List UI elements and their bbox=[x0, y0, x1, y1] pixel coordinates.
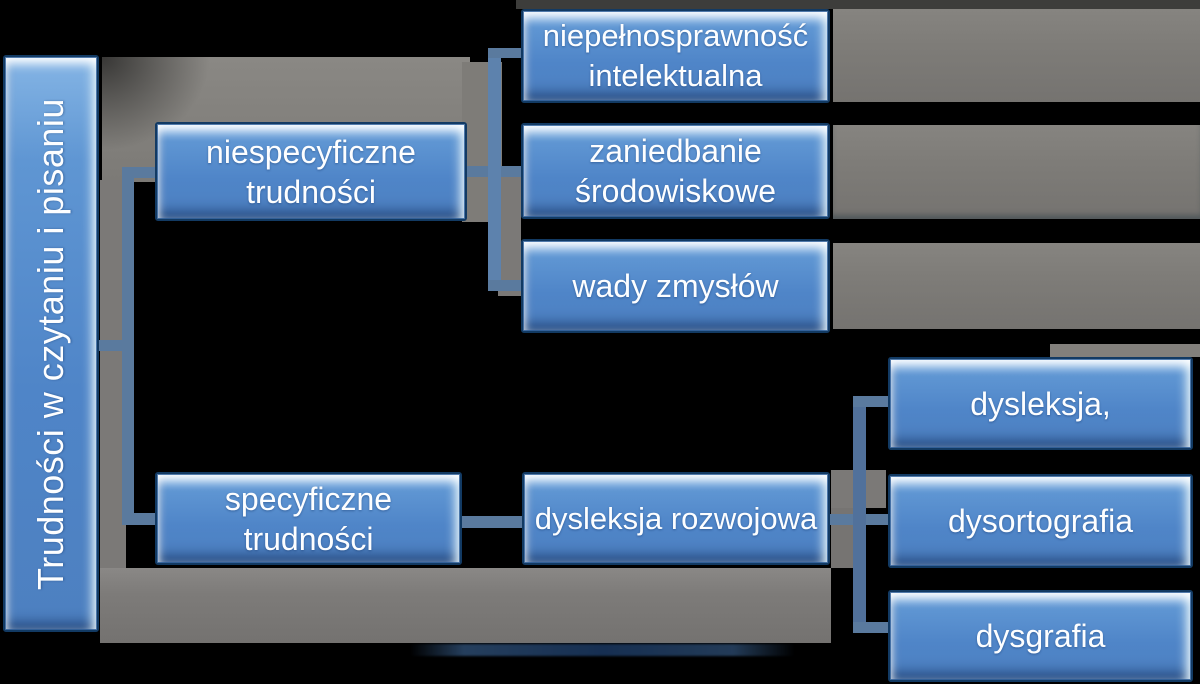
connector-root-stub bbox=[98, 340, 130, 351]
background-top-strip bbox=[516, 0, 1200, 9]
connector-developmental-trunk bbox=[853, 397, 866, 633]
node-wady-zmyslow-label: wady zmysłów bbox=[572, 268, 779, 304]
connector-nonspecific-trunk bbox=[488, 49, 501, 291]
node-dysleksja-rozwojowa: dysleksja rozwojowa bbox=[522, 472, 830, 565]
connector-root-to-nonspecific bbox=[122, 167, 158, 178]
node-niepelnosprawnosc: niepełnosprawność intelektualna bbox=[521, 9, 830, 103]
background-left-column bbox=[100, 180, 126, 643]
connector-specific-to-developmental bbox=[462, 516, 522, 528]
connector-to-niepelnosprawnosc bbox=[488, 48, 521, 58]
node-dysortografia: dysortografia bbox=[888, 474, 1193, 568]
node-root-label: Trudności w czytaniu i pisaniu bbox=[30, 97, 71, 590]
background-blue-artifact bbox=[410, 644, 795, 656]
node-zaniedbanie: zaniedbanie środowiskowe bbox=[521, 123, 830, 219]
background-elbow-patch-right bbox=[498, 176, 521, 296]
node-dysortografia-label: dysortografia bbox=[948, 503, 1133, 539]
node-root: Trudności w czytaniu i pisaniu bbox=[3, 55, 99, 632]
node-dysgrafia: dysgrafia bbox=[888, 590, 1193, 682]
background-row-band-2 bbox=[833, 125, 1200, 219]
connector-to-wady-zmyslow bbox=[488, 280, 521, 291]
node-dysgrafia-label: dysgrafia bbox=[975, 618, 1106, 654]
connector-to-dysleksja bbox=[853, 396, 888, 407]
connector-to-dysgrafia bbox=[853, 622, 888, 633]
node-dysleksja-rozwojowa-label: dysleksja rozwojowa bbox=[534, 500, 818, 536]
background-bottom-band bbox=[100, 568, 831, 643]
node-niepelnosprawnosc-label: niepełnosprawność intelektualna bbox=[542, 18, 809, 93]
node-zaniedbanie-label: zaniedbanie środowiskowe bbox=[575, 133, 776, 209]
node-dysleksja: dysleksja, bbox=[888, 357, 1193, 450]
node-specific-label: specyficzne trudności bbox=[224, 480, 393, 557]
node-dysleksja-label: dysleksja, bbox=[970, 385, 1111, 422]
node-nonspecific: niespecyficzne trudności bbox=[155, 122, 467, 221]
connector-root-trunk bbox=[122, 168, 134, 524]
connector-root-to-specific bbox=[122, 513, 158, 525]
node-wady-zmyslow: wady zmysłów bbox=[521, 239, 830, 333]
node-nonspecific-label: niespecyficzne trudności bbox=[206, 133, 416, 210]
background-strip-above-dysleksja bbox=[1050, 344, 1200, 357]
node-specific: specyficzne trudności bbox=[155, 472, 462, 565]
background-row-band-3 bbox=[833, 243, 1200, 329]
background-row-band-1 bbox=[833, 9, 1200, 102]
